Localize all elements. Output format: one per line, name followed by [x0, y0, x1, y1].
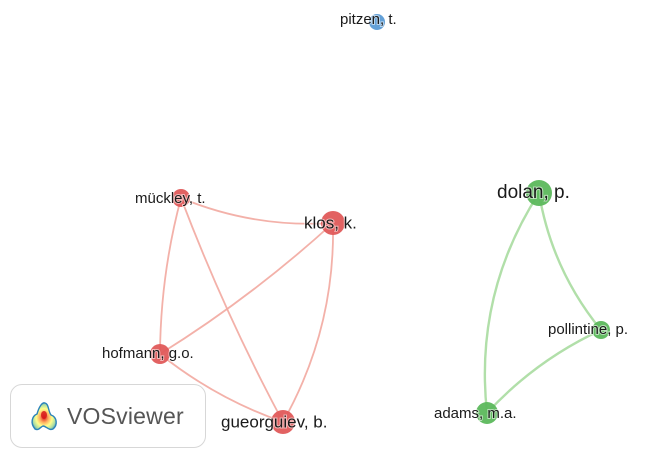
edge-muckley-gueorguiev: [180, 197, 284, 423]
edge-hofmann-gueorguiev: [159, 353, 284, 423]
node-label-hofmann[interactable]: hofmann, g.o.: [101, 344, 195, 363]
vosviewer-logo-icon: [31, 402, 57, 431]
node-adams[interactable]: [476, 402, 498, 424]
edge-muckley-hofmann: [159, 197, 182, 355]
node-label-dolan[interactable]: dolan, p.: [496, 181, 571, 204]
edges-layer: [159, 192, 602, 423]
labels-layer: pitzen, t. mückley, t. klos, k. hofmann, g.…: [101, 10, 629, 433]
vosviewer-logo-badge: VOSviewer: [10, 384, 206, 448]
node-gueorguiev[interactable]: [271, 410, 295, 434]
node-pollintine[interactable]: [592, 321, 610, 339]
node-label-adams[interactable]: adams, m.a.: [433, 404, 518, 423]
nodes-layer: [150, 14, 610, 434]
node-pitzen[interactable]: [369, 14, 385, 30]
node-klos[interactable]: [321, 211, 345, 235]
node-label-muckley[interactable]: mückley, t.: [134, 189, 207, 208]
node-label-gueorguiev[interactable]: gueorguiev, b.: [220, 411, 328, 432]
edge-klos-gueorguiev: [282, 222, 334, 423]
edge-muckley-klos: [180, 197, 334, 225]
edge-dolan-adams: [483, 192, 541, 414]
node-label-pitzen[interactable]: pitzen, t.: [339, 10, 398, 29]
vosviewer-logo-text: VOSviewer: [67, 403, 184, 429]
edge-dolan-pollintine: [537, 192, 602, 331]
node-dolan[interactable]: [526, 180, 552, 206]
edge-klos-hofmann: [159, 222, 334, 355]
node-label-klos[interactable]: klos, k.: [303, 212, 358, 233]
node-label-pollintine[interactable]: pollintine, p.: [547, 320, 629, 339]
node-hofmann[interactable]: [150, 344, 170, 364]
node-muckley[interactable]: [172, 189, 190, 207]
edge-pollintine-adams: [486, 328, 602, 414]
